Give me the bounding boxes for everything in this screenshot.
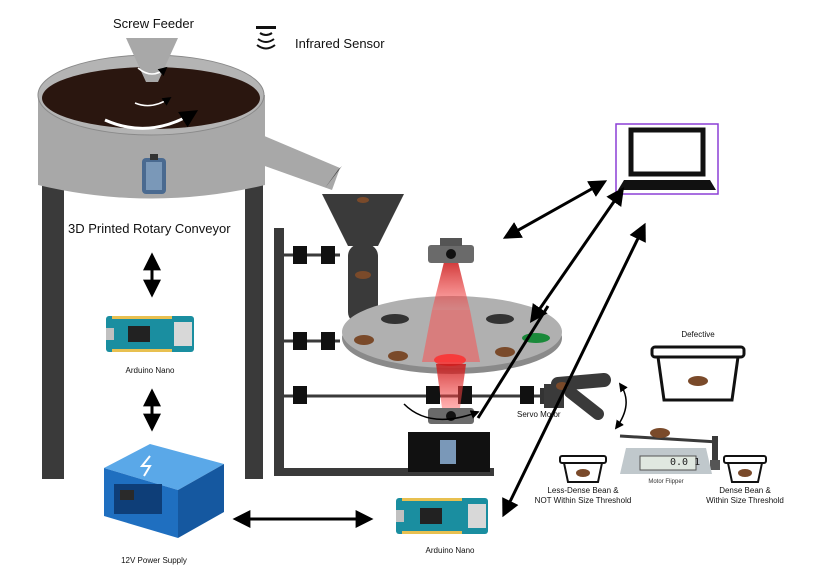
- top-camera: [428, 238, 474, 263]
- label-arduino-nano-left: Arduino Nano: [125, 366, 175, 375]
- less-dense-bin: [559, 455, 607, 483]
- arrow-laptop-arduino: [502, 222, 646, 518]
- label-less-dense-1: Less-Dense Bean &: [547, 486, 619, 495]
- frame: [274, 228, 540, 476]
- scale: [619, 428, 720, 474]
- arduino-nano-left: [106, 316, 194, 352]
- label-servo-motor: Servo Motor: [517, 410, 561, 419]
- servo-flipper: [540, 373, 628, 430]
- label-less-dense-2: NOT Within Size Threshold: [534, 496, 632, 505]
- arrow-top-diagonal: [476, 305, 550, 419]
- dense-bin: [723, 455, 767, 483]
- arrow-laptop-center: [502, 180, 608, 239]
- label-motor-flipper: Motor Flipper: [648, 479, 684, 485]
- rotary-conveyor-hopper: [37, 54, 342, 479]
- scale-reading: 0.0 1: [670, 457, 701, 468]
- screw-feeder-funnel: [126, 38, 178, 82]
- label-infrared-sensor: Infrared Sensor: [295, 36, 385, 51]
- motor-icon: [142, 154, 166, 194]
- label-dense-2: Within Size Threshold: [706, 496, 784, 505]
- label-defective: Defective: [681, 330, 715, 339]
- defective-bin: [650, 345, 746, 402]
- laser-beams: [422, 262, 480, 408]
- label-power-supply: 12V Power Supply: [121, 556, 187, 565]
- bottom-camera: [403, 403, 480, 424]
- feed-funnel: [322, 194, 404, 324]
- arduino-nano-bottom: [396, 498, 488, 534]
- base-motor-box: [408, 432, 490, 472]
- label-arduino-nano-bottom: Arduino Nano: [425, 546, 475, 555]
- power-supply-icon: [104, 444, 224, 538]
- laptop-icon: [615, 123, 719, 195]
- label-dense-1: Dense Bean &: [719, 486, 771, 495]
- label-rotary-conveyor: 3D Printed Rotary Conveyor: [68, 221, 231, 236]
- label-screw-feeder: Screw Feeder: [113, 16, 194, 31]
- infrared-sensor-icon: [256, 26, 276, 50]
